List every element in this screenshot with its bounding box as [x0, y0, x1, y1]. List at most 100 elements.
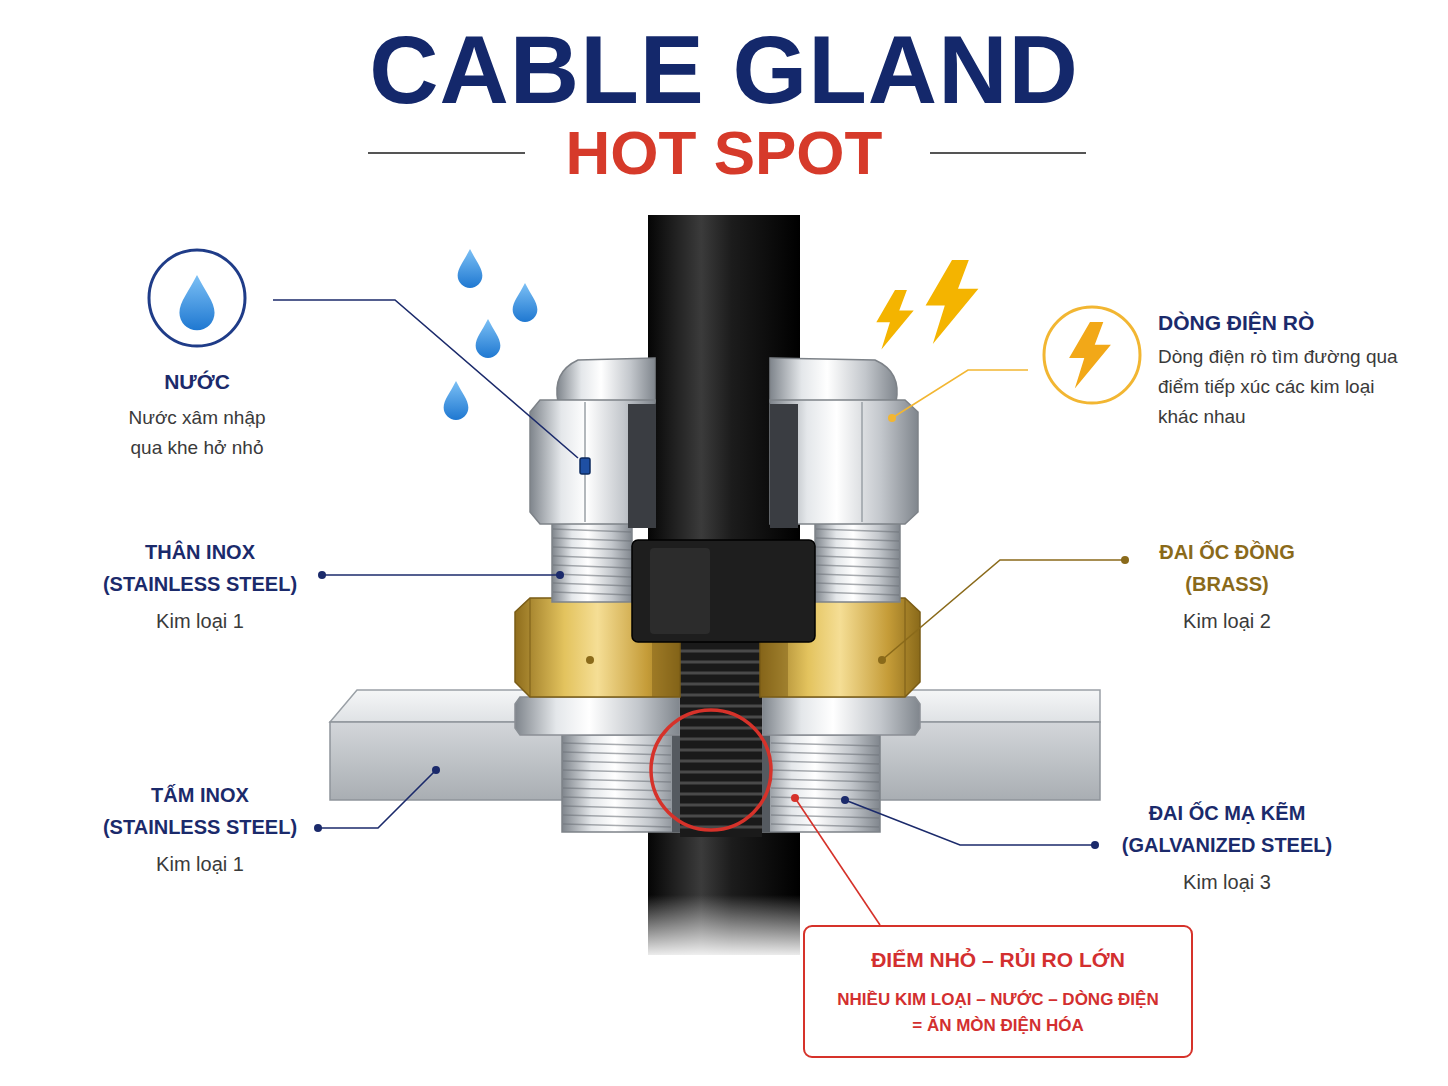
leader-lines: [318, 571, 326, 579]
water-icon: [149, 250, 245, 346]
thread-line: [553, 529, 631, 532]
thread-line: [816, 583, 899, 586]
water-drops: [458, 249, 483, 288]
cable-rib: [680, 683, 762, 686]
thread-line: [563, 779, 671, 782]
water-drops: [444, 249, 538, 420]
brass-nut: [905, 598, 906, 697]
callout-text: Nước xâm nhập qua khe hở nhỏ: [117, 403, 277, 463]
thread-line: [563, 770, 671, 773]
thread-line: [553, 565, 631, 568]
part-name: THÂN INOX (STAINLESS STEEL): [95, 536, 305, 600]
leader-lines: [1091, 841, 1099, 849]
rubber-seal: [632, 540, 815, 642]
water-icon: [149, 250, 245, 346]
callout-heading: DÒNG ĐIỆN RÒ: [1158, 310, 1398, 335]
lower-spigot: [762, 735, 880, 832]
cable-rib: [680, 793, 762, 796]
title-rules: [368, 152, 525, 154]
thread-line: [553, 547, 631, 550]
leader-lines: [314, 824, 322, 832]
current-icon: [1044, 307, 1140, 403]
thread-line: [771, 770, 879, 773]
cable-rib: [680, 771, 762, 774]
thread-line: [771, 779, 879, 782]
part-name: TẤM INOX (STAINLESS STEEL): [95, 779, 305, 843]
thread-line: [816, 556, 899, 559]
thread-line: [563, 815, 671, 818]
subtitle: HOT SPOT: [524, 122, 924, 184]
cap-nut: [770, 404, 798, 528]
thread-line: [816, 574, 899, 577]
leader-lines: [318, 770, 436, 828]
brass-nut: [530, 598, 531, 697]
metal-number: Kim loại 3: [1112, 870, 1342, 894]
cable-rib: [680, 650, 762, 653]
lightning-bolts: [926, 260, 979, 344]
rubber-seal: [650, 548, 710, 634]
note-text: NHIỀU KIM LOẠI – NƯỚC – DÒNG ĐIỆN = ĂN M…: [835, 987, 1161, 1040]
water-ingress-point: [580, 458, 590, 474]
cap-nut: [861, 402, 863, 522]
water-drops: [476, 319, 501, 358]
leader-lines: [841, 796, 849, 804]
thread-line: [771, 788, 879, 791]
thread-line: [563, 806, 671, 809]
cable-rib: [680, 727, 762, 730]
leader-lines: [845, 800, 1095, 845]
leader-lines: [322, 574, 560, 576]
cable-rib: [680, 749, 762, 752]
gland-body: [552, 512, 632, 602]
metal-number: Kim loại 2: [1137, 609, 1317, 633]
leader-lines: [791, 794, 799, 802]
thread-line: [771, 743, 879, 746]
leader-lines: [882, 560, 1125, 660]
thread-line: [553, 592, 631, 595]
leader-lines: [1121, 556, 1129, 564]
current-icon: [1044, 307, 1140, 403]
thread-line: [553, 538, 631, 541]
rubber-seal: [632, 540, 815, 642]
thread-line: [563, 824, 671, 827]
thread-line: [816, 529, 899, 532]
thread-line: [563, 761, 671, 764]
washer: [515, 697, 680, 735]
gland-body: [815, 512, 900, 602]
cable-rib: [680, 804, 762, 807]
lightning-bolts: [876, 290, 913, 350]
callout-text: Dòng điện rò tìm đường qua điểm tiếp xúc…: [1158, 342, 1398, 432]
thread-lines: [553, 520, 899, 827]
water-drops: [513, 283, 538, 322]
title-rules: [930, 152, 1086, 154]
thread-line: [771, 815, 879, 818]
thread-line: [771, 824, 879, 827]
cap-nut: [770, 358, 897, 402]
thread-line: [553, 583, 631, 586]
lower-spigot: [562, 735, 680, 832]
thread-line: [553, 574, 631, 577]
ribbed-cable: [680, 632, 762, 837]
cable-rib: [680, 694, 762, 697]
cable-rib: [680, 672, 762, 675]
part-name: ĐAI ỐC MẠ KẼM (GALVANIZED STEEL): [1112, 797, 1342, 861]
thread-line: [771, 797, 879, 800]
hot-spot-circle: [651, 710, 771, 830]
thread-line: [816, 592, 899, 595]
cable-rib: [680, 705, 762, 708]
thread-line: [771, 752, 879, 755]
cable-rib: [680, 716, 762, 719]
cable-rib: [680, 782, 762, 785]
title: CABLE GLAND: [300, 22, 1148, 118]
hot-spot-circle: [651, 710, 771, 830]
leader-lines: [795, 798, 880, 925]
leader-lines: [273, 300, 578, 458]
thread-line: [771, 761, 879, 764]
note-box: ĐIỂM NHỎ – RỦI RO LỚNNHIỀU KIM LOẠI – NƯ…: [803, 925, 1193, 1058]
thread-line: [563, 797, 671, 800]
leader-lines: [273, 300, 1129, 925]
cable-ribs: [680, 640, 762, 827]
cap-nut: [530, 358, 918, 528]
thread-line: [816, 547, 899, 550]
thread-line: [816, 538, 899, 541]
callout-heading: NƯỚC: [122, 369, 272, 394]
